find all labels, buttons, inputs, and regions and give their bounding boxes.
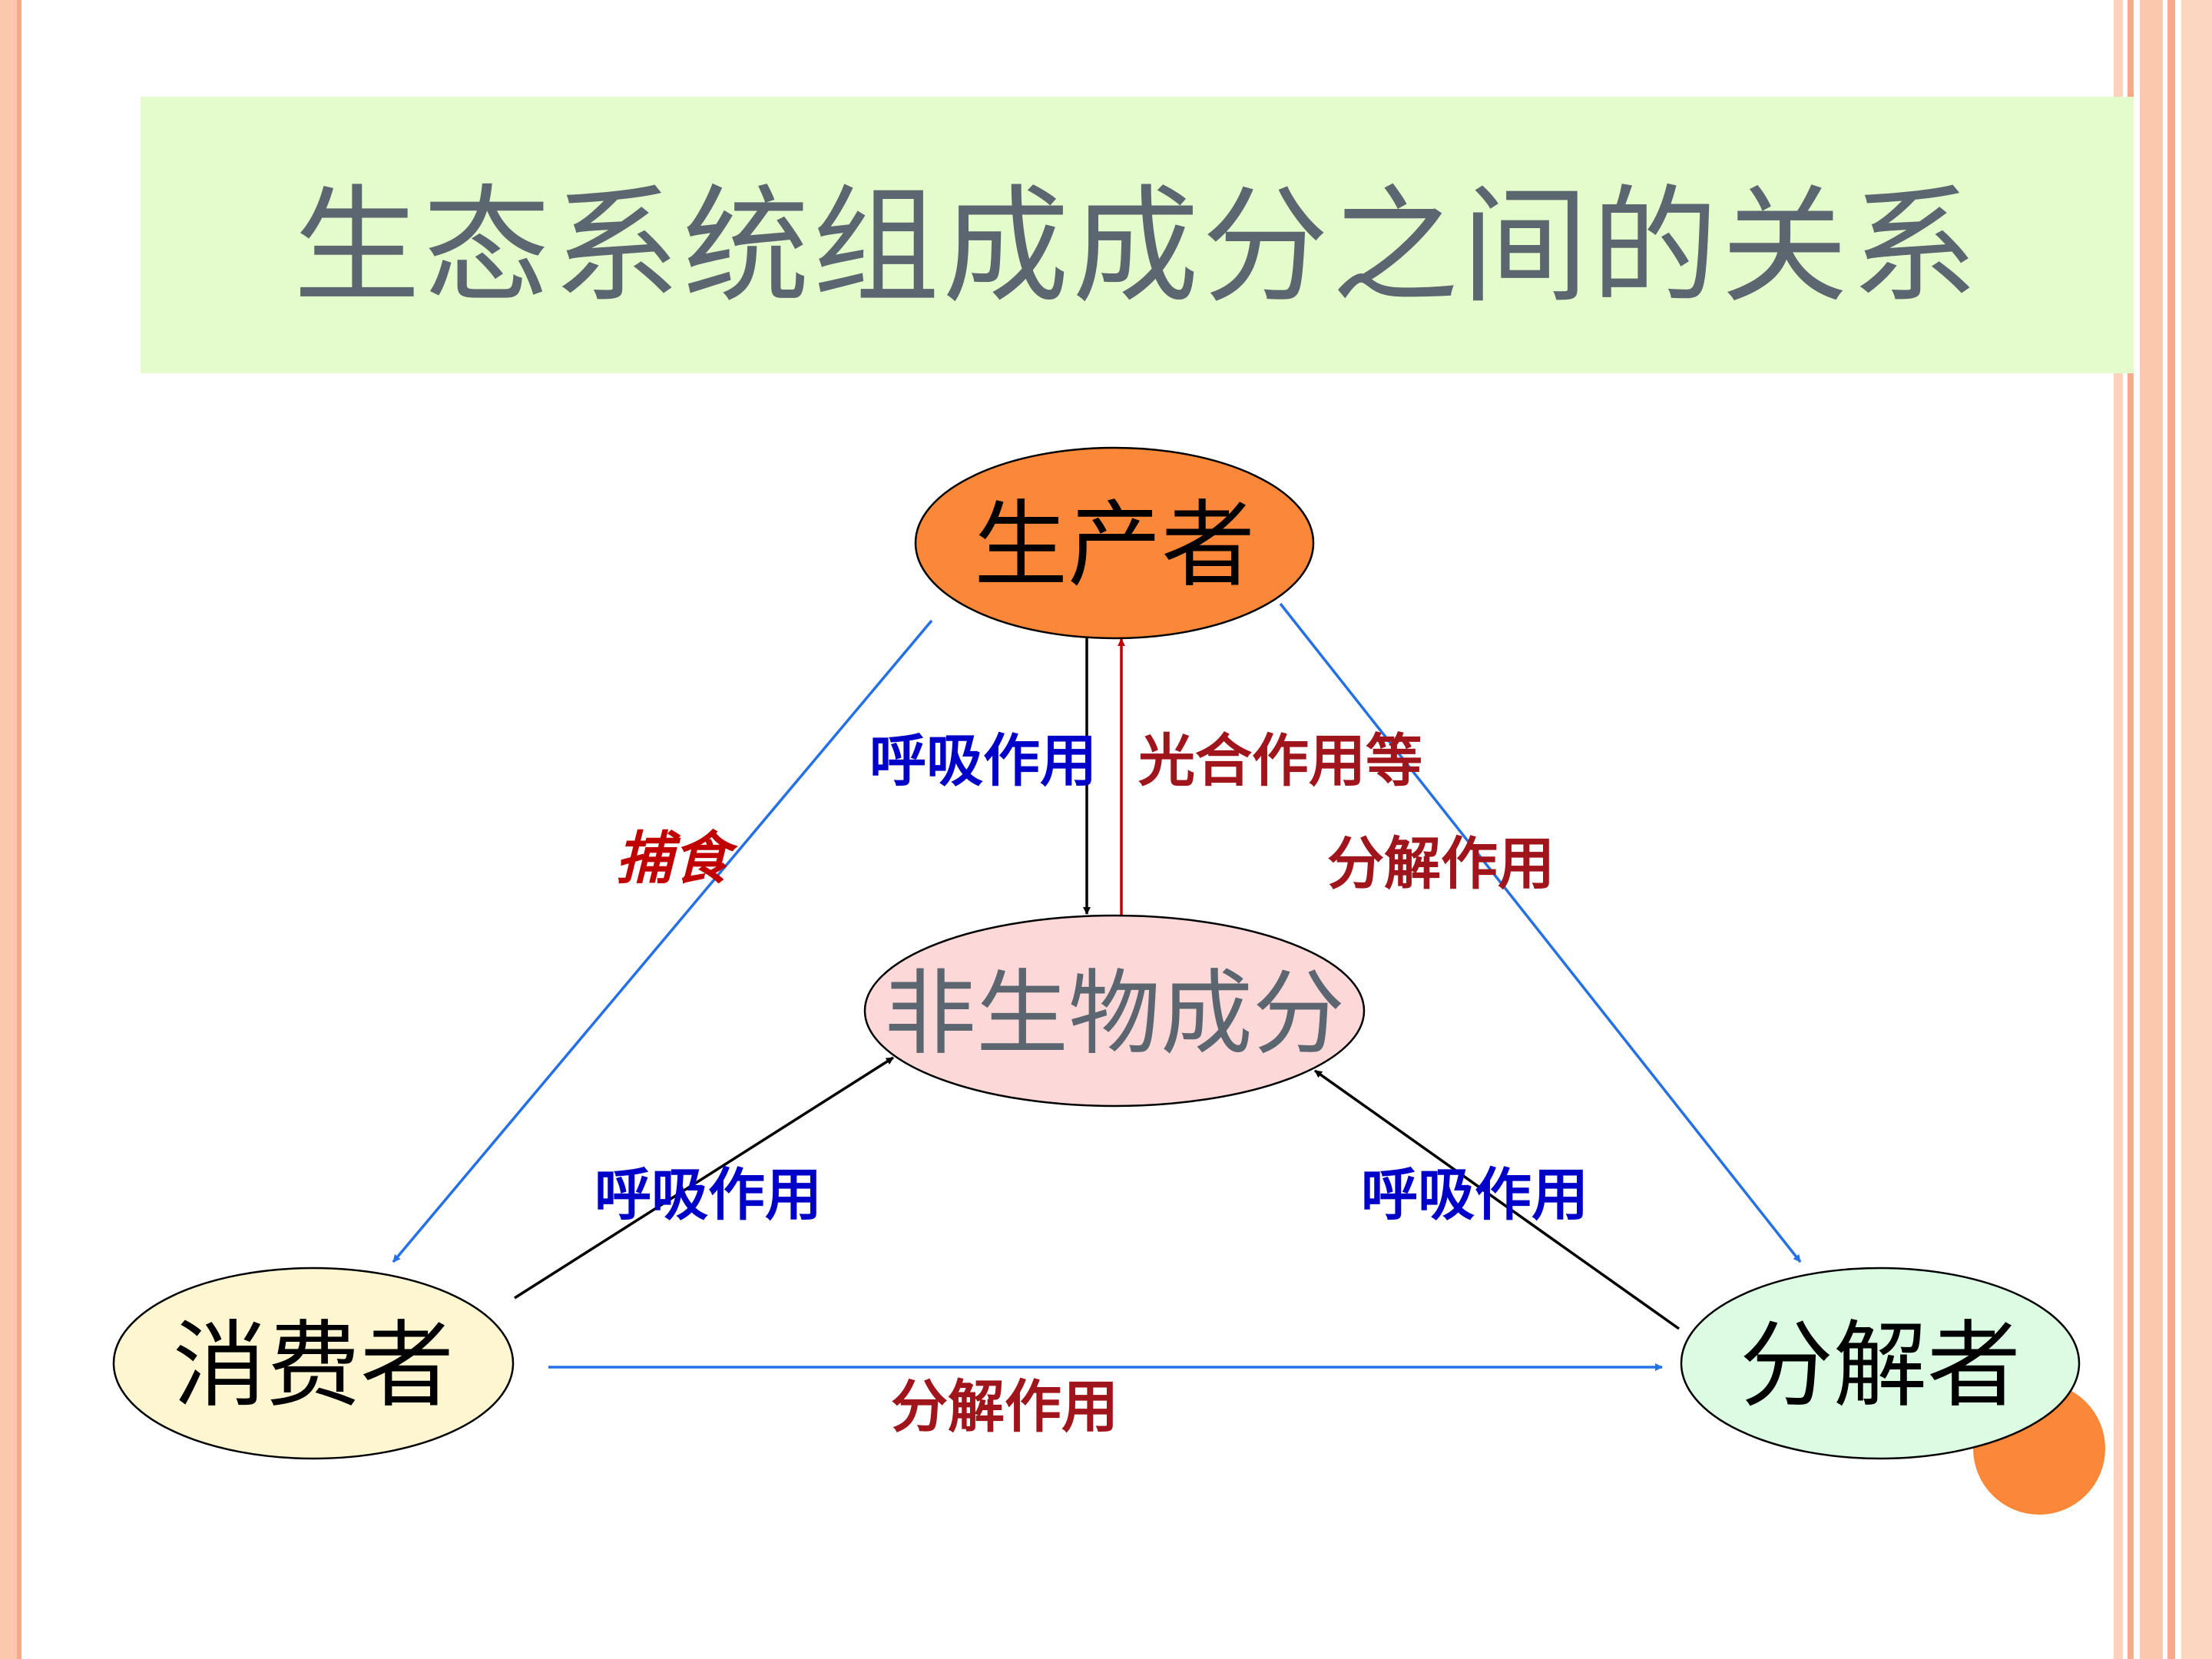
node-consumer: 消费者 [112,1267,515,1460]
label-producer-decomposition: 分解作用 [1327,831,1555,897]
left-border [0,0,17,1659]
arrow-producer-to-decomposer [1279,602,1802,1263]
arrow-consumer-to-abiotic [514,1056,894,1300]
node-consumer-label: 消费者 [173,1311,454,1420]
arrow-producer-to-consumer [392,619,933,1263]
arrow-decomposer-to-abiotic [1313,1069,1681,1330]
label-predation: 捕食 [616,826,738,892]
label-photosynthesis: 光合作用等 [1138,728,1422,794]
label-consumer-respiration: 呼吸作用 [594,1162,822,1228]
label-decomposer-respiration: 呼吸作用 [1361,1162,1588,1228]
label-consumer-decomposition: 分解作用 [891,1374,1118,1440]
page-title: 生态系统组成成分之间的关系 [293,172,1981,320]
title-band: 生态系统组成成分之间的关系 [141,97,2134,373]
node-decomposer-label: 分解者 [1740,1311,2021,1420]
node-abiotic-label: 非生物成分 [884,961,1345,1068]
left-border-inner [17,0,22,1659]
node-abiotic: 非生物成分 [863,914,1366,1108]
right-border-stripes [2114,0,2212,1659]
node-decomposer: 分解者 [1680,1267,2081,1460]
node-producer-label: 生产者 [974,491,1255,600]
node-producer: 生产者 [914,446,1315,640]
label-producer-respiration: 呼吸作用 [869,728,1097,794]
